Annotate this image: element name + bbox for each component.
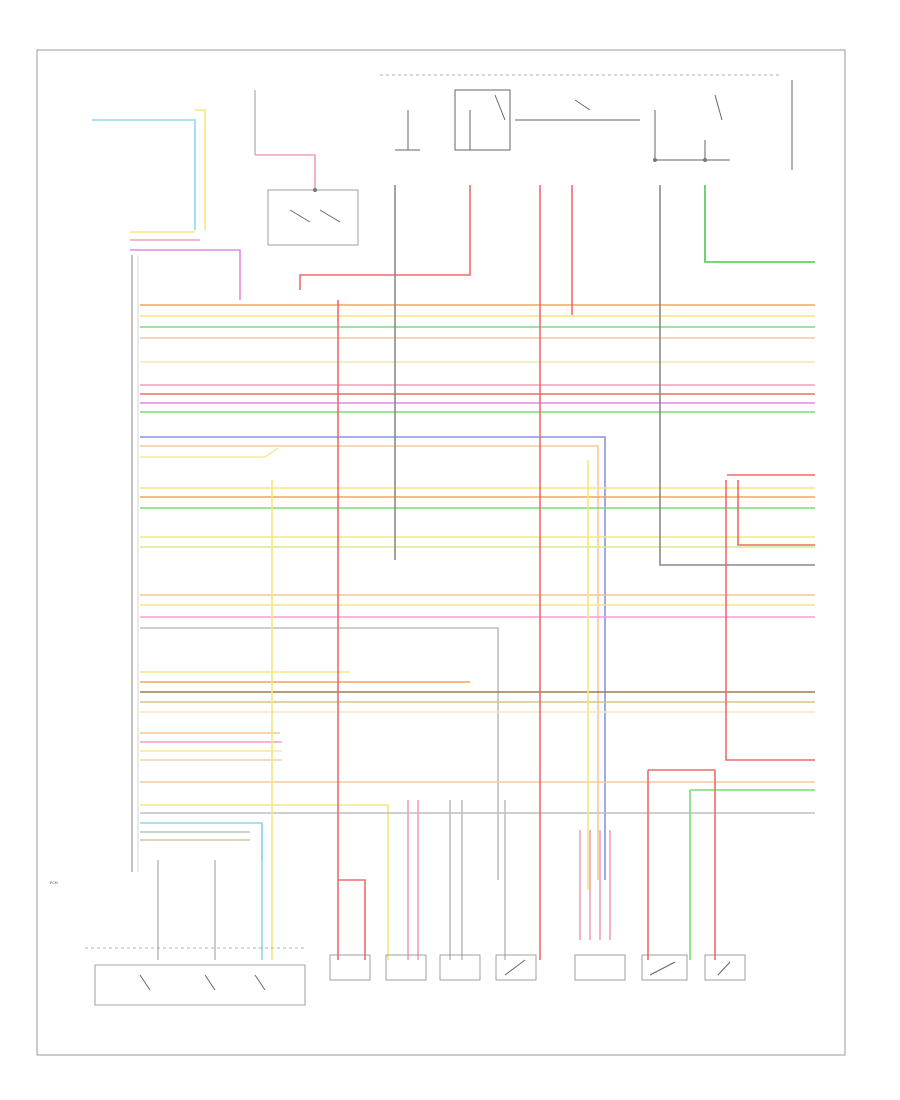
diagram-border (36, 49, 846, 1056)
vertical-wires (92, 90, 815, 960)
top-relays (267, 74, 793, 246)
bottom-sensors (85, 947, 746, 1006)
pcm-connector: PCM (50, 255, 139, 885)
horizontal-wires (140, 304, 815, 960)
svg-text:PCM: PCM (50, 881, 58, 885)
